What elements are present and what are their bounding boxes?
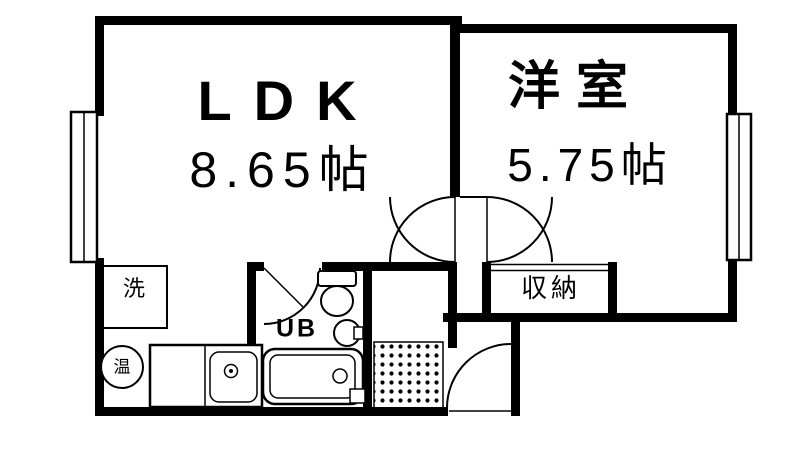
wall-right-upper bbox=[728, 24, 737, 118]
ldk-room-label: LDK bbox=[197, 69, 379, 132]
ldk-size-label: 8.65帖 bbox=[189, 142, 377, 198]
western-room-label: 洋室 bbox=[507, 58, 645, 116]
wall-bath-right bbox=[363, 262, 372, 416]
bath-door-opening bbox=[264, 261, 322, 272]
wall-western-room-bottom bbox=[443, 313, 737, 322]
western-room-size-label: 5.75帖 bbox=[507, 139, 673, 191]
wall-bottom bbox=[95, 407, 448, 416]
western-room-door-arc-2 bbox=[486, 196, 553, 263]
bathtub-faucet-box bbox=[349, 388, 366, 404]
washer-box bbox=[102, 265, 168, 329]
entry-door-arc bbox=[446, 343, 512, 409]
toilet-tank-icon bbox=[317, 270, 357, 287]
basin-faucet-icon bbox=[353, 326, 364, 340]
kitchen-counter bbox=[148, 343, 264, 409]
water-heater-circle bbox=[100, 345, 144, 389]
wall-left-lower bbox=[95, 258, 104, 416]
ldk-door-arc-1 bbox=[389, 196, 456, 263]
wall-top-ldk bbox=[95, 16, 462, 25]
bathtub-inner bbox=[269, 354, 356, 399]
unit-bath-label: UB bbox=[275, 314, 319, 343]
closet-label: 収納 bbox=[520, 273, 582, 303]
wall-hall-left bbox=[448, 262, 457, 348]
ldk-door-arc-2 bbox=[389, 196, 456, 263]
toilet-bowl-icon bbox=[320, 285, 354, 317]
wall-left-upper bbox=[95, 16, 104, 116]
western-room-door-arc-1 bbox=[486, 196, 553, 263]
wall-bath-left bbox=[247, 262, 256, 416]
windows bbox=[69, 110, 753, 264]
kitchen-faucet-dot bbox=[229, 369, 233, 373]
bath-door-leaf bbox=[263, 267, 305, 309]
unit-bath-fixtures bbox=[261, 270, 366, 406]
washer-label: 洗 bbox=[122, 276, 146, 301]
wall-hall-top bbox=[247, 262, 457, 271]
wall-top-western-room bbox=[450, 24, 737, 33]
walls bbox=[95, 16, 737, 416]
wall-middle-partition bbox=[450, 16, 460, 197]
water-heater-label: 温 bbox=[113, 357, 131, 377]
wall-closet-left bbox=[482, 262, 491, 313]
wall-closet-right bbox=[608, 262, 617, 313]
wall-right-lower bbox=[728, 254, 737, 322]
genkan-tile-mat bbox=[373, 341, 444, 409]
wall-entry-right bbox=[511, 313, 520, 416]
bathtub-drain-icon bbox=[332, 368, 348, 384]
